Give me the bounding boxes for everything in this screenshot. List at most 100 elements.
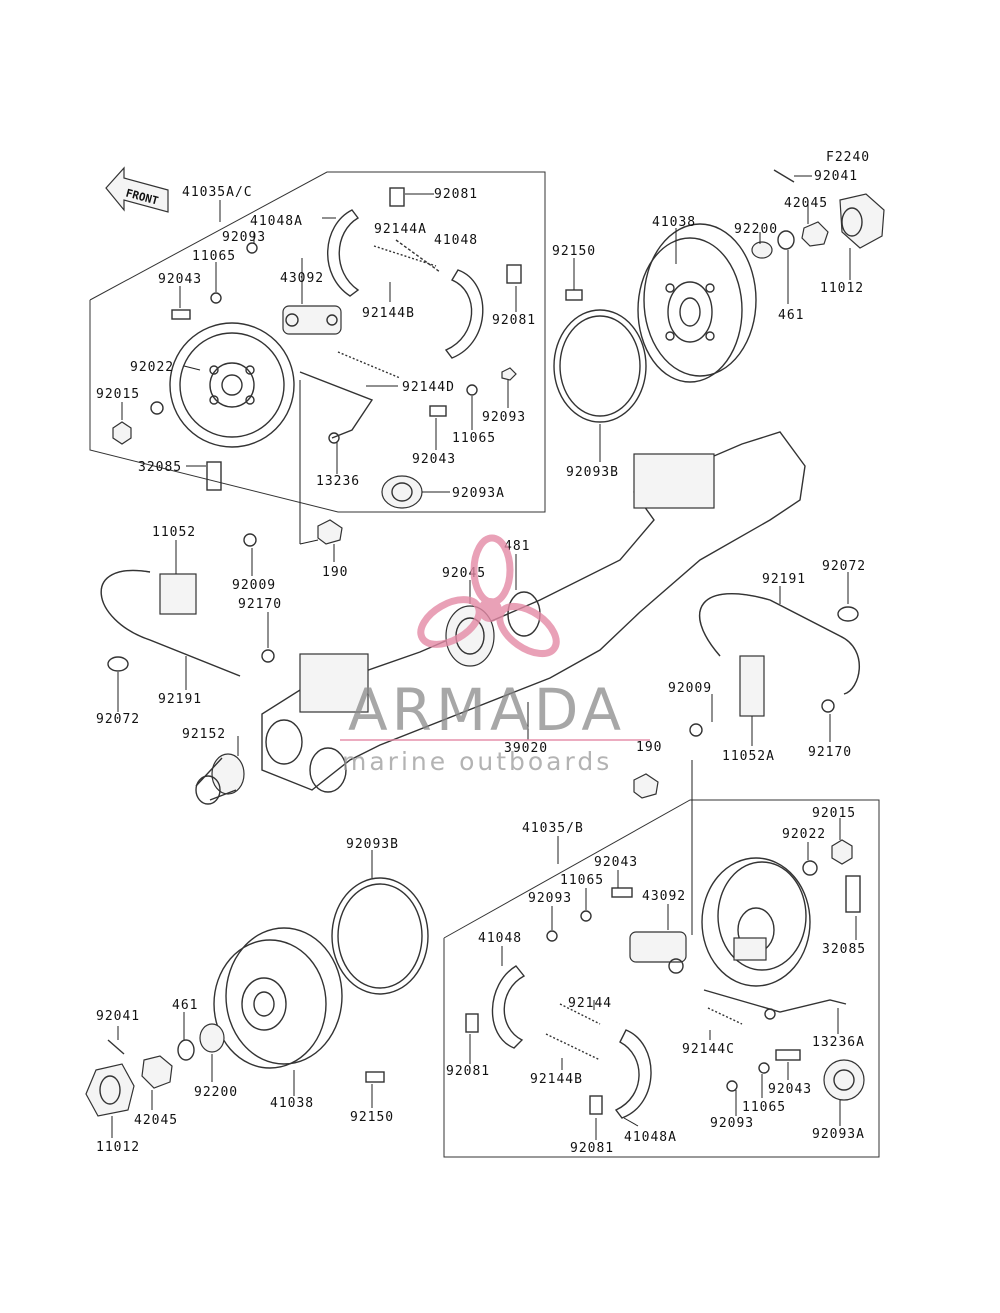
propeller-logo-icon [417,534,560,658]
watermark-tagline: marine outboards [342,747,612,776]
label-11065-top1: 11065 [192,249,236,264]
label-11065-bottom1: 11065 [560,873,604,888]
hub-parts-top-right [565,169,885,301]
label-13236a: 13236A [812,1035,865,1050]
label-11052: 11052 [152,525,196,540]
brake-drum-41038-bottom [213,927,343,1069]
label-11052a: 11052A [722,749,775,764]
brake-panel-bottom [701,857,811,987]
label-39020: 39020 [504,741,548,756]
label-92093-bottom1: 92093 [528,891,572,906]
hose-92191-right [698,592,860,695]
label-11012-bottom: 11012 [96,1140,140,1155]
watermark: ARMADA marine outboards [340,534,650,776]
label-11065-bottom2: 11065 [742,1100,786,1115]
label-190-right: 190 [636,740,662,755]
small-parts-bottom [546,839,865,1101]
label-92093b-bottom: 92093B [346,837,399,852]
lever-13236a [703,989,847,1020]
label-41048a-top: 41048A [250,214,303,229]
label-92043-top2: 92043 [412,452,456,467]
label-41035b: 41035/B [522,821,584,836]
label-461-bottom: 461 [172,998,198,1013]
label-92022-top: 92022 [130,360,174,375]
label-41048-bottom: 41048 [478,931,522,946]
label-92043-bottom2: 92043 [768,1082,812,1097]
label-92150-bottom: 92150 [350,1110,394,1125]
label-92072-left: 92072 [96,712,140,727]
label-92015-top: 92015 [96,387,140,402]
label-92093a-top: 92093A [452,486,505,501]
brake-shoe-41048-top [444,264,522,359]
label-92081-bottom2: 92081 [570,1141,614,1156]
label-92022-bottom: 92022 [782,827,826,842]
spring-92144a-top [395,239,441,273]
label-11012-top: 11012 [820,281,864,296]
label-92170-right: 92170 [808,745,852,760]
brake-drum-41038-top [637,223,757,383]
label-92200-top: 92200 [734,222,778,237]
label-92081-top2: 92081 [492,313,536,328]
label-42045-bottom: 42045 [134,1113,178,1128]
springs-bottom [545,1003,743,1061]
label-92144b-top: 92144B [362,306,415,321]
label-92081-bottom1: 92081 [446,1064,490,1079]
label-92045: 92045 [442,566,486,581]
label-92200-bottom: 92200 [194,1085,238,1100]
label-92009-right: 92009 [668,681,712,696]
label-92041-top: 92041 [814,169,858,184]
label-92093-top1: 92093 [222,230,266,245]
label-92152: 92152 [182,727,226,742]
watermark-brand: ARMADA [348,676,625,744]
label-43092-top: 43092 [280,271,324,286]
spring-92144d-top [337,351,401,379]
hose-92191-left [100,569,241,677]
label-92043-bottom1: 92043 [594,855,638,870]
lever-13236 [299,371,374,444]
clamps [107,519,859,799]
label-13236: 13236 [316,474,360,489]
brake-assembly-box-bottom [443,799,880,1158]
label-41048-top: 41048 [434,233,478,248]
label-11065-top2: 11065 [452,431,496,446]
part-labels: 41035A/C 41048A 92081 92144A 41048 92093… [96,169,866,1156]
brake-shoe-41048a-top [327,187,405,297]
label-190-left: 190 [322,565,348,580]
brake-assembly-box-top [89,171,546,513]
spring-92144b-top [373,245,437,267]
label-92170-left: 92170 [238,597,282,612]
label-92191-right: 92191 [762,572,806,587]
label-92009-left: 92009 [232,578,276,593]
label-92072-right: 92072 [822,559,866,574]
label-92015-bottom: 92015 [812,806,856,821]
label-92144d: 92144D [402,380,455,395]
brake-lining-92093b-top [553,309,647,423]
label-92093a-bottom: 92093A [812,1127,865,1142]
label-92093-top2: 92093 [482,410,526,425]
brake-shoe-41048a-bottom [589,1029,652,1119]
label-92043-top1: 92043 [158,272,202,287]
wheel-cylinder-bottom [629,931,687,974]
label-92144c: 92144C [682,1042,735,1057]
label-41035ac: 41035A/C [182,185,253,200]
label-92144a: 92144A [374,222,427,237]
label-41038-top: 41038 [652,215,696,230]
label-92041-bottom: 92041 [96,1009,140,1024]
front-arrow-icon: FRONT [105,166,169,213]
brake-lining-92093b-bottom [331,877,429,995]
bushing-92152 [195,753,245,805]
label-92144b-bottom: 92144B [530,1072,583,1087]
label-41038-bottom: 41038 [270,1096,314,1111]
label-32085-bottom: 32085 [822,942,866,957]
label-92093-bottom2: 92093 [710,1116,754,1131]
label-92144: 92144 [568,996,612,1011]
hub-parts-bottom-left [85,1023,385,1117]
label-43092-bottom: 43092 [642,889,686,904]
diagram-code: F2240 [826,150,870,165]
brake-panel-top [169,322,295,448]
label-92081-top1: 92081 [434,187,478,202]
label-41048a-bottom: 41048A [624,1130,677,1145]
label-461-top: 461 [778,308,804,323]
